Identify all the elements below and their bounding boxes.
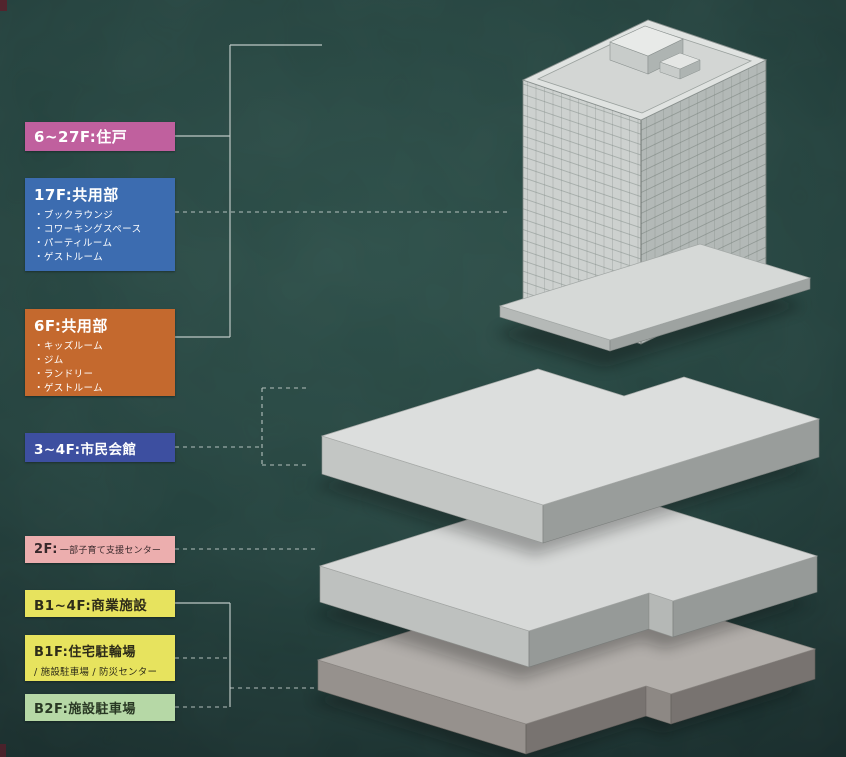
civic-hall-slab-3d	[314, 368, 821, 555]
amenity-item: ・ブックラウンジ	[34, 210, 114, 221]
tower-base-plate-faces	[498, 243, 812, 352]
legend-item-parking-b2: B2F:施設駐車場	[25, 694, 175, 721]
floor-label: B1F:住宅駐輪場	[34, 645, 136, 660]
amenity-item: ・ゲストルーム	[34, 383, 104, 394]
amenity-item: ・コワーキングスペース	[34, 224, 142, 235]
legend-item-childcare: 2F:一部子育て支援センター	[25, 536, 175, 563]
rooftop-box-large	[609, 25, 684, 75]
floor-label: 3~4F:市民会館	[34, 441, 137, 458]
facility-sub-label: 一部子育て支援センター	[59, 546, 162, 556]
legend-item-commercial: B1~4F:商業施設	[25, 590, 175, 617]
rooftop-box-small	[659, 52, 701, 80]
legend-item-civic-hall: 3~4F:市民会館	[25, 433, 175, 462]
amenity-item: ・ゲストルーム	[34, 252, 104, 263]
artifact-mark-top	[0, 0, 7, 11]
leader-lines-solid	[175, 44, 322, 707]
floor-label: 6F:共用部	[34, 317, 108, 335]
legend-item-residential: 6~27F:住戸	[25, 122, 175, 151]
amenity-item: ・キッズルーム	[34, 341, 104, 352]
legend-item-parking-b1: B1F:住宅駐輪場 / 施設駐車場 / 防災センター	[25, 635, 175, 681]
amenity-item: ・ジム	[34, 355, 64, 366]
floor-label: 17F:共用部	[34, 186, 119, 204]
base-plate-top-face	[498, 243, 812, 341]
artifact-mark-bottom	[0, 744, 6, 757]
floor-label: 2F:	[34, 542, 58, 557]
amenity-item: ・パーティルーム	[34, 238, 113, 249]
amenity-item: ・ランドリー	[34, 369, 94, 380]
floor-label: B2F:施設駐車場	[34, 702, 136, 717]
floor-label: 6~27F:住戸	[34, 128, 128, 146]
facility-sub-label: / 施設駐車場 / 防災センター	[34, 667, 158, 678]
leader-lines-dashed	[175, 211, 507, 708]
civic-hall-slab-top-face	[320, 368, 821, 506]
legend-item-common-17f: 17F:共用部 ・ブックラウンジ ・コワーキングスペース ・パーティルーム ・ゲ…	[25, 178, 175, 271]
floor-label: B1~4F:商業施設	[34, 597, 148, 614]
commercial-slab-3d	[312, 482, 819, 679]
legend-item-common-6f: 6F:共用部 ・キッズルーム ・ジム ・ランドリー ・ゲストルーム	[25, 309, 175, 396]
